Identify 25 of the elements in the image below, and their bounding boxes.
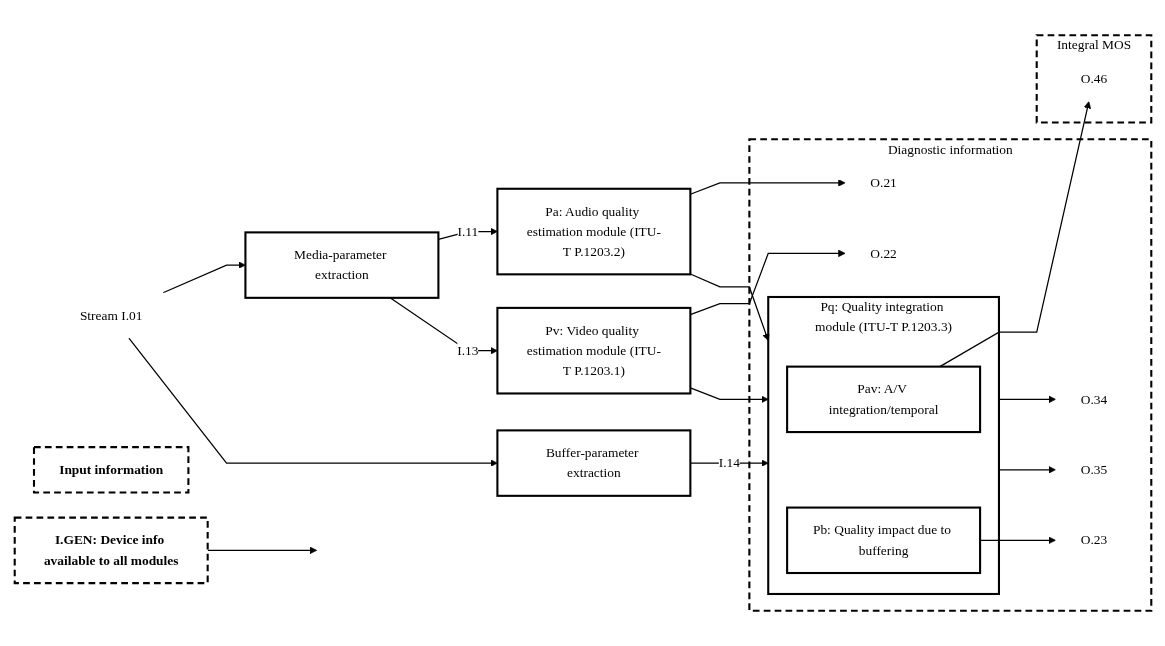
- arrow: [689, 249, 846, 316]
- node-text: O.35: [1080, 462, 1107, 477]
- node-box: Pa: Audio quality estimation module (ITU-T P.1203.2): [495, 187, 691, 276]
- edge-label: I.11: [457, 224, 478, 239]
- node-text: O.21: [869, 175, 897, 190]
- node-box: Pb: Quality impact due to buffering: [785, 506, 981, 575]
- node-text: O.46: [1080, 71, 1107, 86]
- node-box: Input information: [32, 446, 189, 494]
- node-box: Pv: Video quality estimation module (ITU-T P.1203.1): [495, 306, 691, 395]
- edge-label: I.14: [718, 455, 740, 470]
- node-text: O.34: [1080, 391, 1107, 407]
- node-box: I.GEN: Device info available to all modules: [13, 516, 209, 585]
- arrow: [997, 466, 1056, 474]
- arrow: [689, 459, 769, 467]
- arrow: [997, 395, 1056, 404]
- arrow: [689, 273, 769, 341]
- node-text: O.23: [1080, 532, 1107, 548]
- node-box: Buffer-parameter extraction: [495, 429, 691, 497]
- arrow: [689, 387, 769, 404]
- arrow: [689, 179, 846, 195]
- edge-label: I.13: [456, 343, 479, 358]
- node-text: Stream I.01: [79, 307, 143, 323]
- node-box: Media-parameter extraction: [243, 231, 439, 299]
- node-box: Pav: A/V integration/temporal: [785, 365, 981, 434]
- node-text: O.22: [869, 245, 897, 261]
